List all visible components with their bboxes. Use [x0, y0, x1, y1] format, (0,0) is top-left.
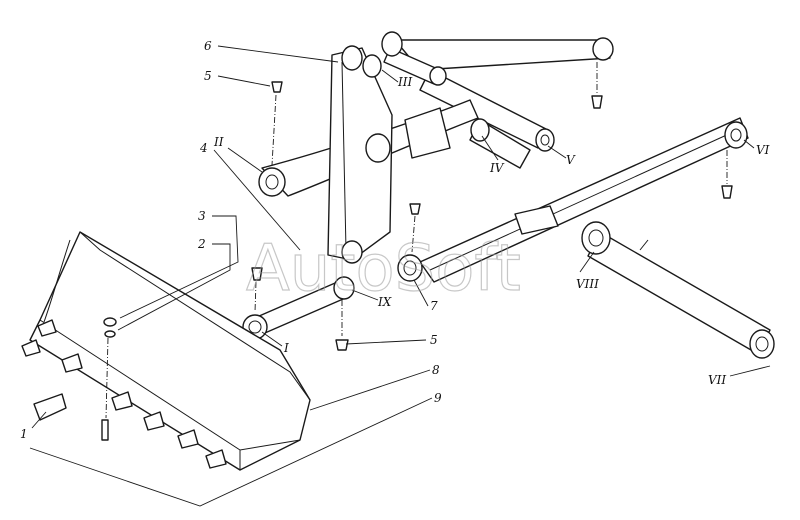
callout-IX: IX [377, 295, 392, 309]
callout-VII: VII [708, 373, 726, 387]
callout-III: III [397, 75, 412, 89]
pivot-eye-VI [724, 121, 748, 149]
assembly-lines [105, 62, 728, 419]
pivot-eye-VII [749, 329, 775, 359]
pivot-eye-IX [333, 276, 355, 300]
callout-8: 8 [432, 363, 440, 377]
callout-VIII: VIII [576, 277, 599, 291]
callout-6: 6 [204, 39, 212, 53]
callout-3: 3 [198, 209, 206, 223]
washer-2 [104, 330, 116, 338]
right-boom-arm [419, 117, 749, 283]
watermark: AutoSoft [246, 232, 521, 306]
callout-7: 7 [430, 299, 438, 313]
callout-5-top: 5 [204, 69, 212, 83]
pivot-eye-upper-right [592, 37, 614, 61]
callout-II: II [213, 135, 224, 149]
callout-9: 9 [434, 391, 442, 405]
callout-leaders [29, 45, 771, 507]
pivot-eye-VIII [581, 221, 611, 255]
upper-rear-arm [394, 37, 614, 169]
top-pivot-pin [381, 31, 447, 86]
callout-labels: 6 5 II 4 3 2 III IX I 5 7 8 9 1 IV V VI … [20, 39, 770, 441]
bucket-8 [29, 231, 311, 471]
joint-7 [397, 205, 559, 282]
callout-4: 4 [199, 141, 208, 155]
tooth-1 [33, 393, 67, 421]
callout-1: 1 [20, 427, 28, 441]
callout-VI: VI [756, 143, 770, 157]
callout-V: V [566, 153, 576, 167]
tooth-bolt [101, 419, 109, 441]
boom-bracket [404, 107, 451, 159]
grease-fittings [251, 81, 733, 351]
pivot-eye-III [362, 54, 382, 78]
pivot-eye-II [258, 167, 286, 197]
link-rod [242, 276, 355, 340]
callout-2: 2 [197, 237, 206, 251]
callout-5-bottom: 5 [430, 333, 438, 347]
callout-IV: IV [489, 161, 505, 175]
nut-3 [103, 317, 117, 327]
clevis-bracket [514, 205, 559, 235]
vertical-lever-6 [327, 45, 393, 264]
bucket-teeth-9 [21, 319, 227, 469]
callout-I: I [283, 341, 289, 355]
lift-cylinder [581, 221, 775, 359]
